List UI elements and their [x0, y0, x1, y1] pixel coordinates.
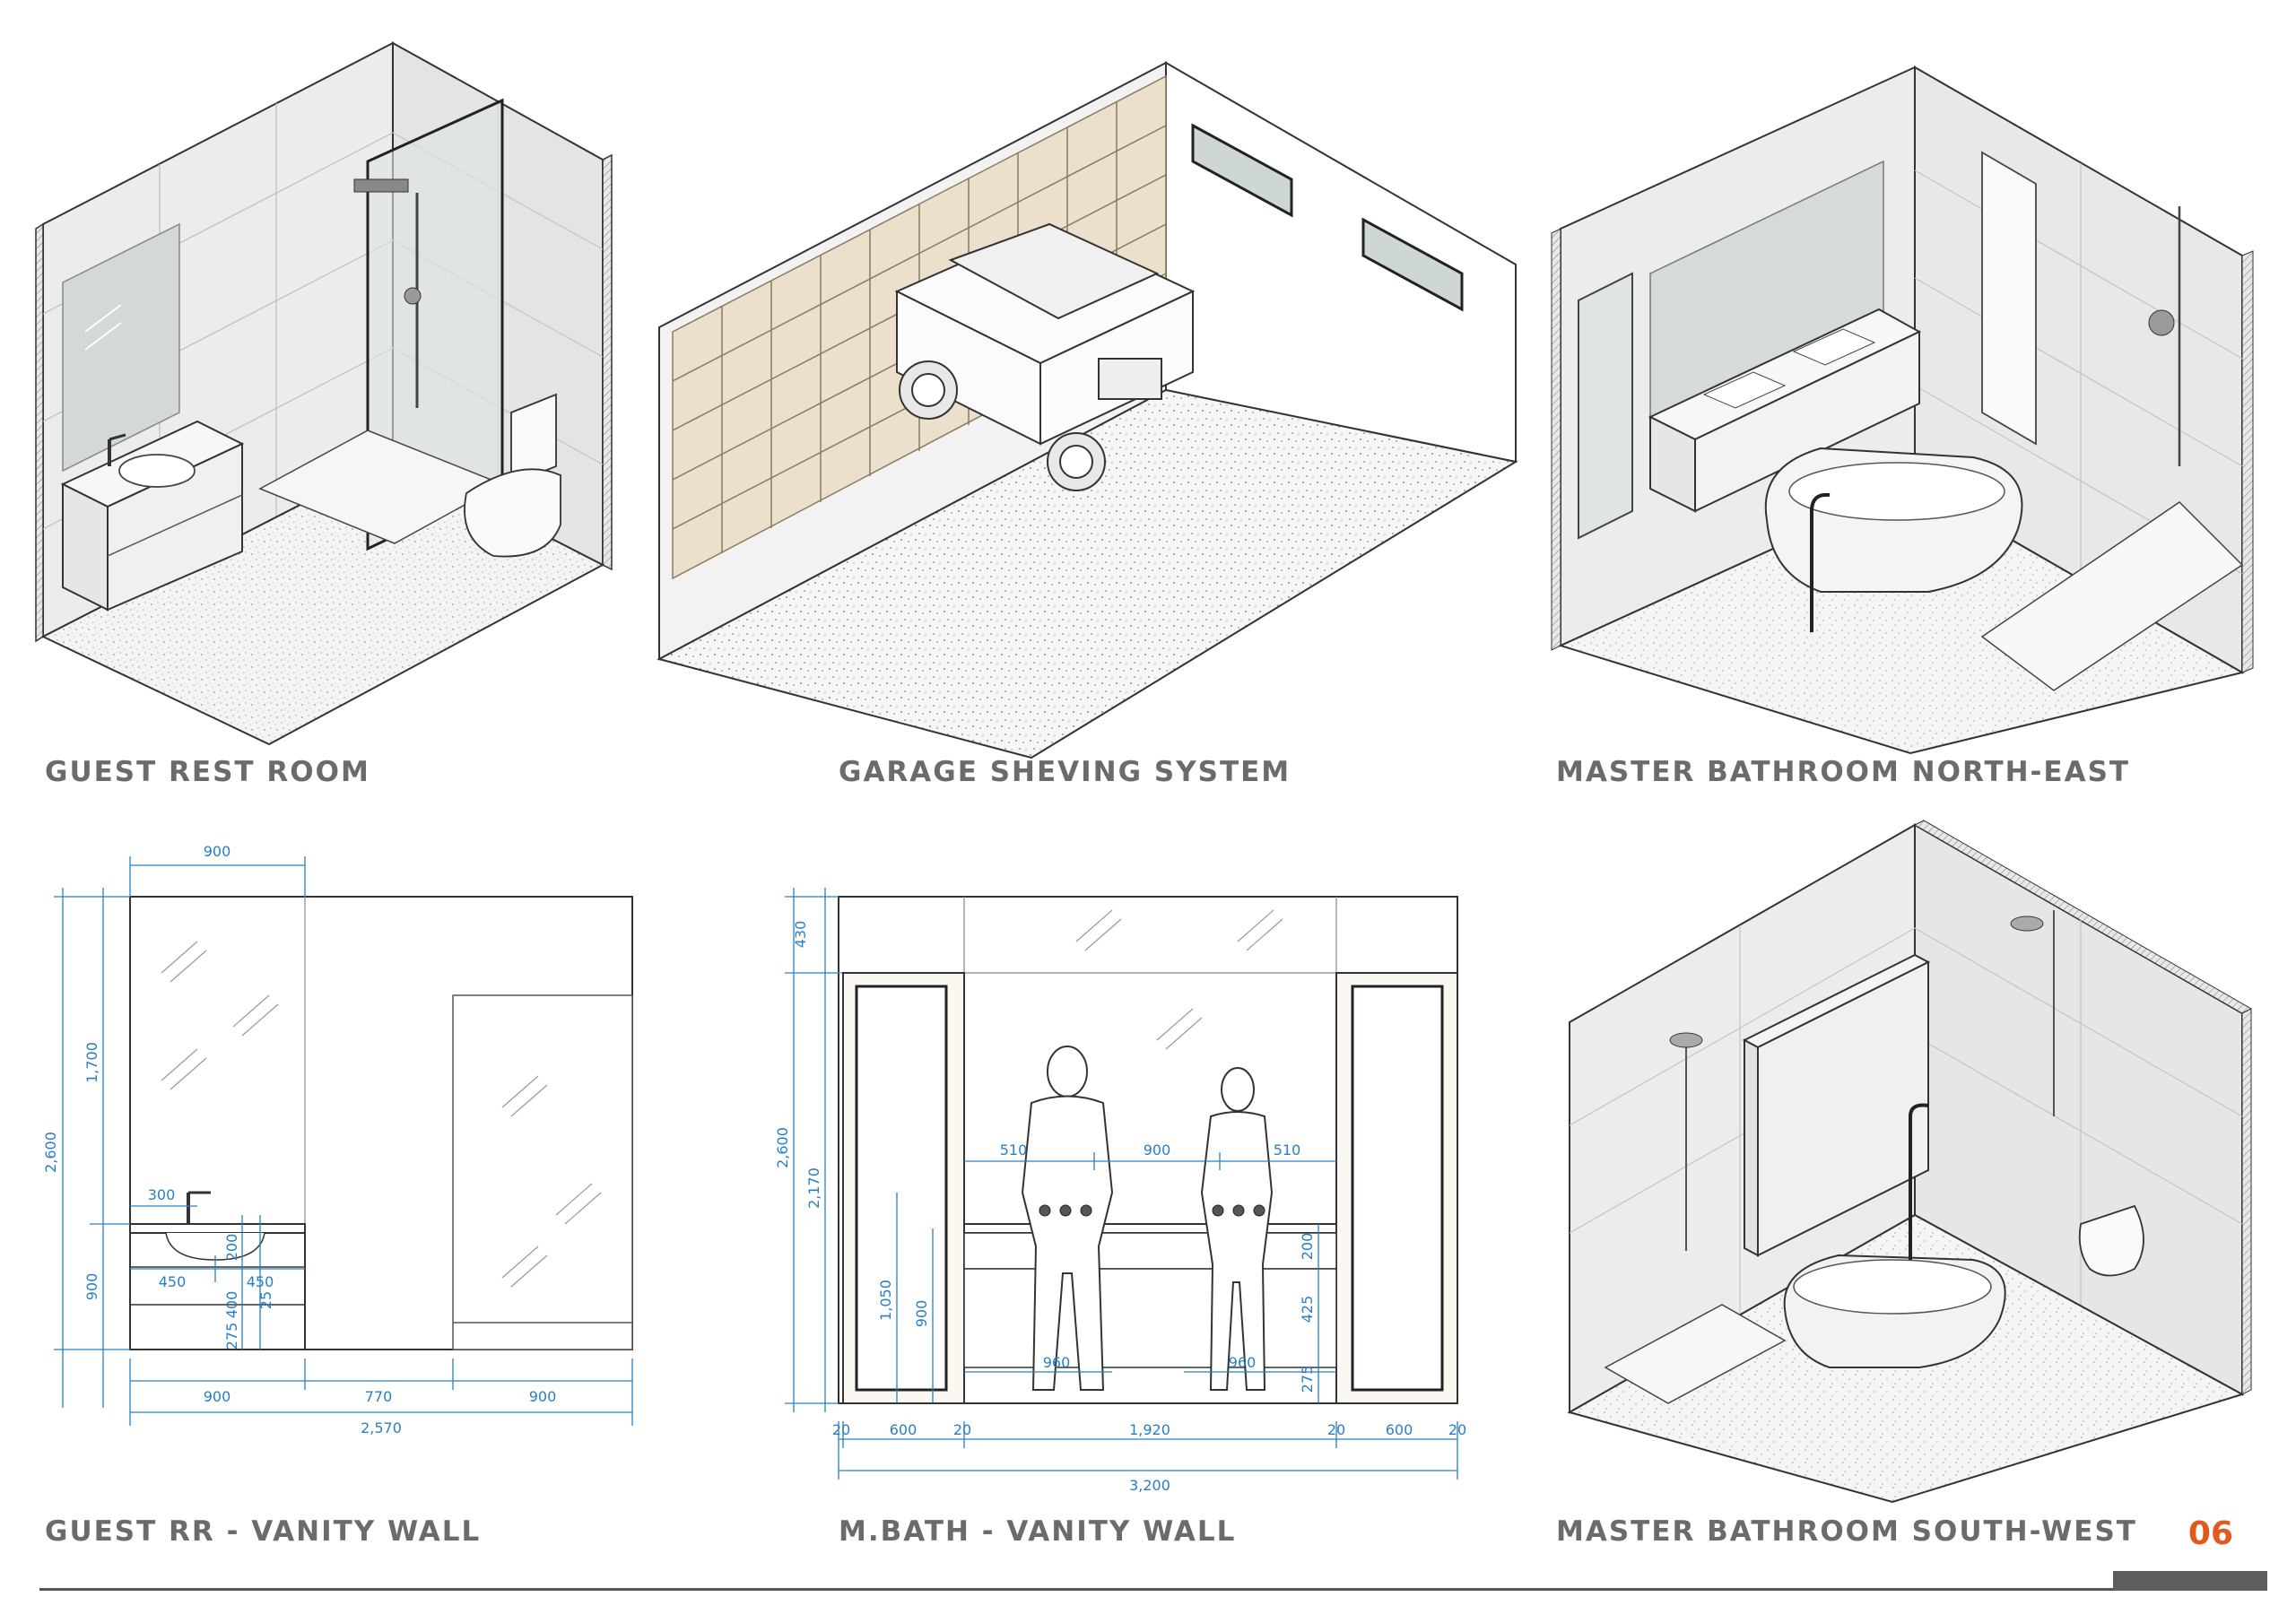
dim-mbath-door-handle: 1,050	[877, 1280, 894, 1321]
dim-mbath-b-20b: 20	[953, 1421, 971, 1438]
dim-mbath-overall-width: 3,200	[1129, 1477, 1170, 1494]
floor	[40, 456, 605, 746]
dim-guest-overall-width: 2,570	[361, 1419, 402, 1436]
dim-mbath-sink-mid: 900	[1144, 1141, 1171, 1159]
caption-mbath-vanity: M.BATH - VANITY WALL	[839, 1515, 1237, 1548]
dim-guest-basin-left: 450	[159, 1273, 187, 1290]
dim-guest-upper-height: 1,700	[83, 1042, 100, 1083]
dim-mbath-sink-left: 510	[1000, 1141, 1028, 1159]
dim-guest-bottom-mid: 770	[365, 1388, 393, 1405]
dim-mbath-b-20d: 20	[1448, 1421, 1466, 1438]
sw-toilet	[2078, 1204, 2144, 1277]
ne-door	[1981, 151, 2037, 446]
dim-mbath-handle-900: 900	[913, 1300, 930, 1328]
garage-floor	[657, 388, 1518, 759]
figure-woman	[1200, 1067, 1274, 1391]
glass-partition	[452, 994, 633, 1350]
dim-guest-toe-kick: 275	[223, 1323, 240, 1350]
dim-mbath-overall-height: 2,600	[774, 1127, 791, 1168]
dim-guest-lower-height: 900	[83, 1273, 100, 1301]
dim-mbath-top-height: 430	[792, 921, 809, 949]
master-ne-panel	[1551, 63, 2269, 755]
mirror	[62, 222, 180, 473]
garage-panel	[655, 49, 1518, 759]
guest-counter	[129, 1223, 306, 1234]
dim-mbath-stand-right: 960	[1229, 1354, 1257, 1371]
master-sw-drawing	[1567, 820, 2253, 1504]
dim-mbath-cab-425: 425	[1299, 1296, 1316, 1324]
caption-master-sw: MASTER BATHROOM SOUTH-WEST	[1556, 1515, 2137, 1548]
mbath-vanity-drawing: 430 2,600 2,170 1,050 900 510 900 510 20…	[774, 888, 1466, 1494]
garage-window-2	[1361, 217, 1464, 312]
garage-window-1	[1191, 123, 1293, 218]
master-sw-panel	[1552, 820, 2269, 1504]
rain-head	[353, 178, 409, 193]
vehicle	[894, 222, 1196, 491]
master-ne-drawing	[1551, 65, 2254, 755]
dim-guest-overall-height: 2,600	[42, 1132, 59, 1173]
mbath-counter	[963, 1223, 1337, 1234]
guest-rest-room-drawing	[35, 41, 613, 746]
dim-mbath-toe-275: 275	[1299, 1366, 1316, 1393]
dim-guest-top-width: 900	[204, 843, 231, 860]
caption-guest-vanity: GUEST RR - VANITY WALL	[45, 1515, 482, 1548]
dim-mbath-counter-200: 200	[1299, 1233, 1316, 1261]
dim-guest-basin-right: 450	[247, 1273, 274, 1290]
dim-mbath-b-600a: 600	[890, 1421, 918, 1438]
dim-guest-cabinet-h: 400	[223, 1291, 240, 1319]
mbath-vanity-panel: 430 2,600 2,170 1,050 900 510 900 510 20…	[771, 888, 1489, 1497]
caption-guest-rest-room: GUEST REST ROOM	[45, 756, 370, 788]
dim-guest-overhang: 25	[257, 1291, 274, 1309]
page-number: 06	[2187, 1515, 2233, 1552]
dim-mbath-b-1920: 1,920	[1129, 1421, 1170, 1438]
dim-guest-bottom-right: 900	[529, 1388, 557, 1405]
dim-guest-bottom-left: 900	[204, 1388, 231, 1405]
dim-mbath-b-600b: 600	[1386, 1421, 1413, 1438]
caption-garage: GARAGE SHEVING SYSTEM	[839, 756, 1292, 788]
dim-mbath-b-20a: 20	[832, 1421, 850, 1438]
dim-guest-tap-offset: 300	[148, 1186, 176, 1203]
sw-shower-tray	[1604, 1304, 1787, 1404]
dim-mbath-stand-left: 960	[1043, 1354, 1071, 1371]
footer-tab	[2113, 1571, 2267, 1591]
caption-master-ne: MASTER BATHROOM NORTH-EAST	[1556, 756, 2131, 788]
dim-mbath-mirror-height: 2,170	[805, 1167, 822, 1209]
dim-mbath-b-20c: 20	[1327, 1421, 1345, 1438]
garage-drawing	[657, 61, 1518, 759]
guest-vanity-panel: 900 2,600 1,700 900 300 450 450 200 400 …	[36, 838, 664, 1497]
toilet-bowl	[464, 468, 561, 558]
figure-man	[1021, 1046, 1114, 1391]
footer-rule	[39, 1588, 2258, 1591]
guest-vanity-drawing: 900 2,600 1,700 900 300 450 450 200 400 …	[42, 843, 633, 1436]
dim-mbath-sink-right: 510	[1274, 1141, 1301, 1159]
basin	[118, 454, 196, 488]
dim-guest-counter-thk: 200	[223, 1234, 240, 1262]
guest-rest-room-panel	[35, 36, 646, 753]
ne-shower-tray	[1980, 501, 2244, 691]
toilet-cistern	[510, 393, 557, 486]
